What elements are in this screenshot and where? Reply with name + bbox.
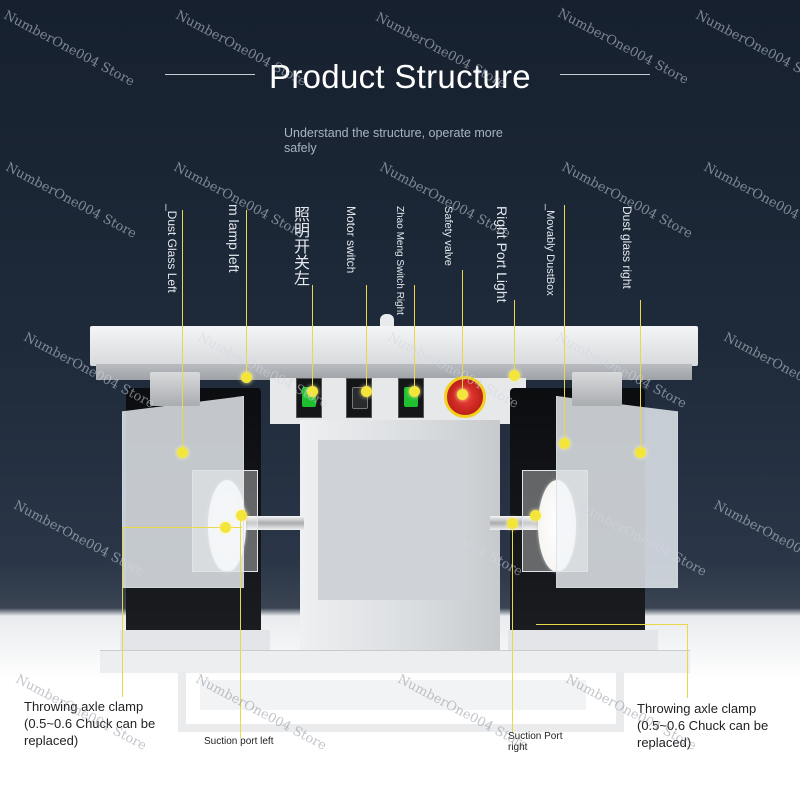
leader-axle-right-v (687, 624, 688, 698)
stand-inner (200, 680, 586, 710)
machine-top-panel (90, 326, 698, 366)
page-subtitle: Understand the structure, operate more s… (284, 126, 503, 155)
dot-motor-switch (361, 386, 372, 397)
label-motor-switch: Motor switch (344, 206, 358, 274)
dot-zhao-meng-switch (409, 386, 420, 397)
top-knob (380, 314, 394, 326)
leader-zhao-meng-switch (414, 285, 415, 391)
machine-motor-housing (318, 440, 466, 600)
dot-axle-left-2 (220, 522, 231, 533)
dot-axle-right-2 (530, 510, 541, 521)
leader-movably-dust-box (564, 205, 565, 443)
leader-safety-valve (462, 270, 463, 394)
label-safety-valve: Safety valve (442, 206, 454, 266)
safety-valve-button (444, 376, 486, 418)
dot-right-port-light (509, 370, 520, 381)
dot-movably-dust-box (559, 438, 570, 449)
title-rule-left (165, 74, 255, 75)
watermark: NumberOne004 Store (710, 498, 800, 580)
motor-switch (346, 378, 372, 418)
leader-axle-left-h (122, 527, 242, 528)
label-suction-port-right: Suction Port right (508, 731, 563, 753)
dot-safety-valve (457, 389, 468, 400)
machine-base (100, 650, 690, 673)
watermark: NumberOne004 Store (700, 160, 800, 242)
machine-stand (178, 672, 624, 732)
label-suction-port-left: Suction port left (204, 736, 274, 747)
dust-glass-right (556, 396, 678, 588)
leader-axle-left-v (122, 527, 123, 697)
hinge-right (572, 372, 622, 406)
dot-lamp-left (241, 372, 252, 383)
label-lamp-left: m lamp left (226, 204, 242, 273)
dot-axle-right (507, 518, 518, 529)
label-movably-dust-box: _Movably DustBox (544, 204, 556, 296)
leader-dust-glass-left (182, 210, 183, 452)
leader-lighting-switch-left (312, 285, 313, 391)
label-zhao-meng-switch-right: Zhao Meng Switch Right (394, 206, 405, 315)
leader-right-port-light (514, 300, 515, 376)
label-throwing-axle-right: Throwing axle clamp (0.5~0.6 Chuck can b… (637, 701, 769, 750)
shaft-left (232, 516, 304, 530)
label-dust-glass-left: _Dust Glass Left (165, 204, 179, 293)
watermark: NumberOne004 Store (720, 330, 800, 412)
label-throwing-axle-left: Throwing axle clamp (0.5~0.6 Chuck can b… (24, 699, 156, 748)
leader-axle-right-h (536, 624, 688, 625)
dot-axle-left (236, 510, 247, 521)
lighting-switch-right (398, 378, 424, 418)
glass-window-right (522, 470, 588, 572)
page-title: Product Structure (269, 58, 531, 95)
label-lighting-switch-left: 照明开关左 (291, 206, 310, 286)
label-right-port-light: Right Port Light (494, 206, 510, 303)
dot-dust-glass-left (177, 447, 188, 458)
dot-lighting-switch-left (307, 386, 318, 397)
dust-glass-left (122, 396, 244, 588)
watermark: NumberOne004 Store (2, 160, 139, 242)
glass-window-left (192, 470, 258, 572)
leader-motor-switch (366, 285, 367, 391)
leader-lamp-left (246, 210, 247, 378)
dot-dust-glass-right (635, 447, 646, 458)
label-dust-glass-right: Dust glass right (620, 206, 634, 289)
leader-dust-glass-right (640, 300, 641, 452)
hinge-left (150, 372, 200, 406)
leader-suction-left (240, 516, 241, 738)
leader-suction-right (512, 522, 513, 732)
title-rule-right (560, 74, 650, 75)
